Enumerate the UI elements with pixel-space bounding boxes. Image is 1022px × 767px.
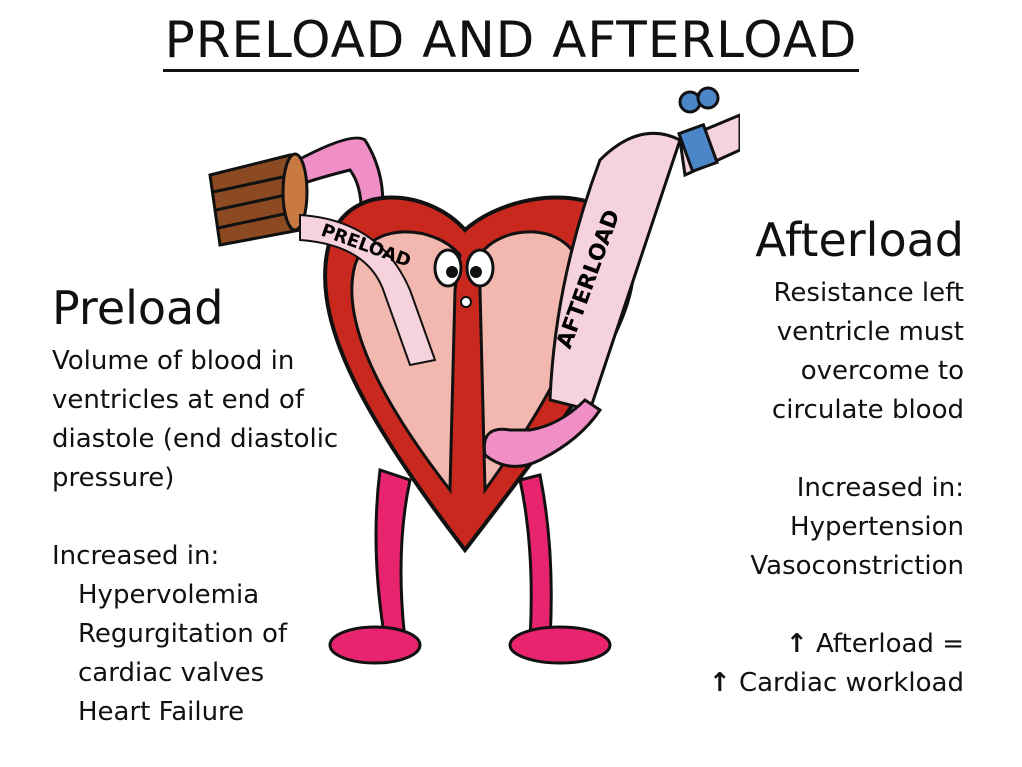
afterload-tube <box>548 131 682 412</box>
preload-cup <box>208 152 309 247</box>
preload-cause: Regurgitation of <box>78 619 288 649</box>
preload-cause: cardiac valves <box>78 658 265 688</box>
preload-definition-line: diastole (end diastolic <box>52 424 339 454</box>
preload-cause: Heart Failure <box>78 697 245 727</box>
preload-increased-label: Increased in: <box>52 541 220 571</box>
preload-heading: Preload <box>52 281 224 335</box>
afterload-definition-line: circulate blood <box>771 395 964 425</box>
preload-panel: Preload Volume of blood in ventricles at… <box>52 278 382 732</box>
heart-illustration: PRELOAD AFTERLOAD <box>208 86 740 665</box>
mouth <box>460 296 472 308</box>
afterload-definition-line: Resistance left <box>773 278 964 308</box>
page-title: PRELOAD AND AFTERLOAD <box>0 8 1022 72</box>
preload-stream <box>299 213 437 367</box>
afterload-panel: Afterload Resistance left ventricle must… <box>664 210 964 703</box>
up-arrow-icon: ↑ <box>708 668 731 698</box>
preload-definition-line: pressure) <box>52 463 175 493</box>
preload-definition-line: ventricles at end of <box>52 385 304 415</box>
left-ventricle <box>350 230 462 495</box>
right-foot <box>508 625 612 665</box>
afterload-definition-line: overcome to <box>800 356 964 386</box>
left-foot <box>328 625 422 665</box>
afterload-note-line2: ↑ Cardiac workload <box>708 668 964 698</box>
right-hand <box>482 398 603 468</box>
preload-definition-line: Volume of blood in <box>52 346 295 376</box>
afterload-heading: Afterload <box>755 213 964 267</box>
afterload-increased-label: Increased in: <box>796 473 964 503</box>
preload-cause: Hypervolemia <box>78 580 260 610</box>
afterload-definition-line: ventricle must <box>776 317 964 347</box>
right-leg <box>518 473 553 642</box>
afterload-cause: Vasoconstriction <box>750 551 964 581</box>
afterload-note-line1: ↑ Afterload = <box>785 629 964 659</box>
clamp-icon <box>677 86 720 174</box>
up-arrow-icon: ↑ <box>785 629 808 659</box>
afterload-cause: Hypertension <box>790 512 964 542</box>
